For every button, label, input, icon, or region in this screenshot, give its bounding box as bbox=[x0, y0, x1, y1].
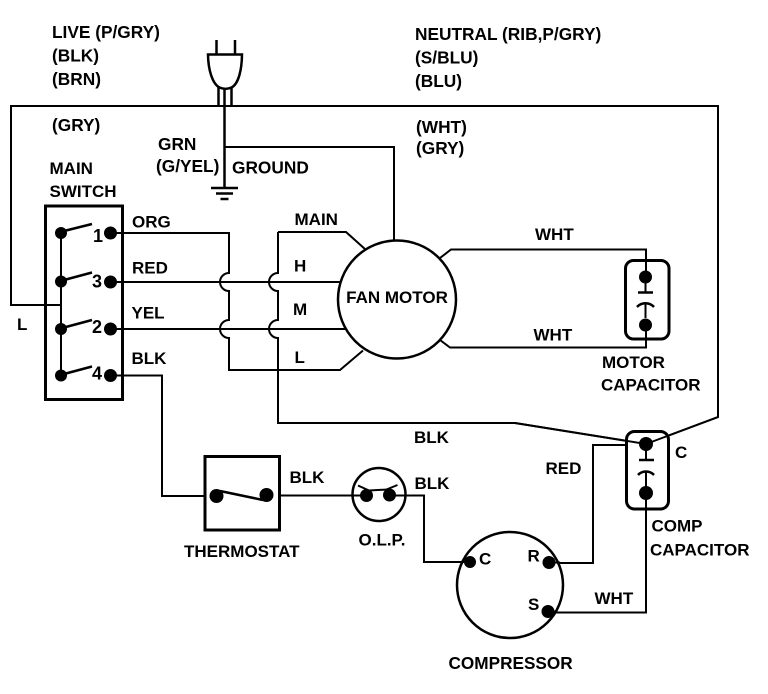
svg-text:(GRY): (GRY) bbox=[52, 115, 100, 135]
svg-text:WHT: WHT bbox=[534, 326, 573, 345]
svg-text:L: L bbox=[17, 315, 27, 334]
svg-text:WHT: WHT bbox=[535, 225, 574, 244]
svg-text:MOTOR: MOTOR bbox=[602, 353, 665, 372]
svg-text:MAIN: MAIN bbox=[295, 210, 338, 229]
svg-text:BLK: BLK bbox=[132, 349, 168, 368]
svg-text:C: C bbox=[675, 443, 687, 462]
svg-text:S: S bbox=[528, 595, 539, 614]
svg-text:3: 3 bbox=[92, 272, 102, 292]
svg-text:ORG: ORG bbox=[132, 213, 171, 232]
svg-text:WHT: WHT bbox=[595, 589, 634, 608]
svg-text:MAIN: MAIN bbox=[50, 159, 93, 178]
svg-text:(G/YEL): (G/YEL) bbox=[156, 156, 219, 176]
svg-text:COMP: COMP bbox=[652, 517, 703, 536]
svg-text:COMPRESSOR: COMPRESSOR bbox=[449, 653, 574, 673]
svg-text:CAPACITOR: CAPACITOR bbox=[601, 376, 701, 395]
svg-text:RED: RED bbox=[546, 459, 582, 478]
svg-text:(GRY): (GRY) bbox=[416, 138, 464, 158]
svg-text:L: L bbox=[295, 348, 305, 367]
svg-text:GROUND: GROUND bbox=[232, 158, 309, 178]
svg-text:H: H bbox=[294, 257, 306, 276]
svg-text:1: 1 bbox=[93, 226, 103, 246]
svg-text:CAPACITOR: CAPACITOR bbox=[650, 541, 750, 560]
svg-text:LIVE (P/GRY): LIVE (P/GRY) bbox=[52, 22, 160, 42]
svg-text:(BLU): (BLU) bbox=[415, 71, 462, 91]
svg-text:M: M bbox=[293, 300, 307, 319]
svg-text:BLK: BLK bbox=[415, 474, 451, 493]
svg-text:(WHT): (WHT) bbox=[416, 117, 467, 137]
svg-text:O.L.P.: O.L.P. bbox=[359, 531, 406, 550]
svg-text:C: C bbox=[479, 550, 491, 569]
svg-text:RED: RED bbox=[132, 259, 168, 278]
svg-text:YEL: YEL bbox=[132, 304, 165, 323]
svg-text:4: 4 bbox=[92, 364, 102, 384]
svg-text:BLK: BLK bbox=[290, 468, 326, 487]
svg-text:BLK: BLK bbox=[414, 428, 450, 447]
svg-text:(BLK): (BLK) bbox=[52, 46, 99, 66]
svg-text:THERMOSTAT: THERMOSTAT bbox=[184, 542, 300, 561]
svg-text:2: 2 bbox=[92, 317, 102, 337]
svg-text:FAN MOTOR: FAN MOTOR bbox=[346, 288, 448, 307]
svg-text:(S/BLU): (S/BLU) bbox=[415, 48, 478, 68]
svg-text:GRN: GRN bbox=[158, 134, 196, 154]
svg-text:R: R bbox=[528, 547, 540, 566]
svg-text:NEUTRAL (RIB,P/GRY): NEUTRAL (RIB,P/GRY) bbox=[415, 24, 601, 44]
svg-text:(BRN): (BRN) bbox=[52, 69, 101, 89]
svg-text:SWITCH: SWITCH bbox=[50, 182, 117, 201]
